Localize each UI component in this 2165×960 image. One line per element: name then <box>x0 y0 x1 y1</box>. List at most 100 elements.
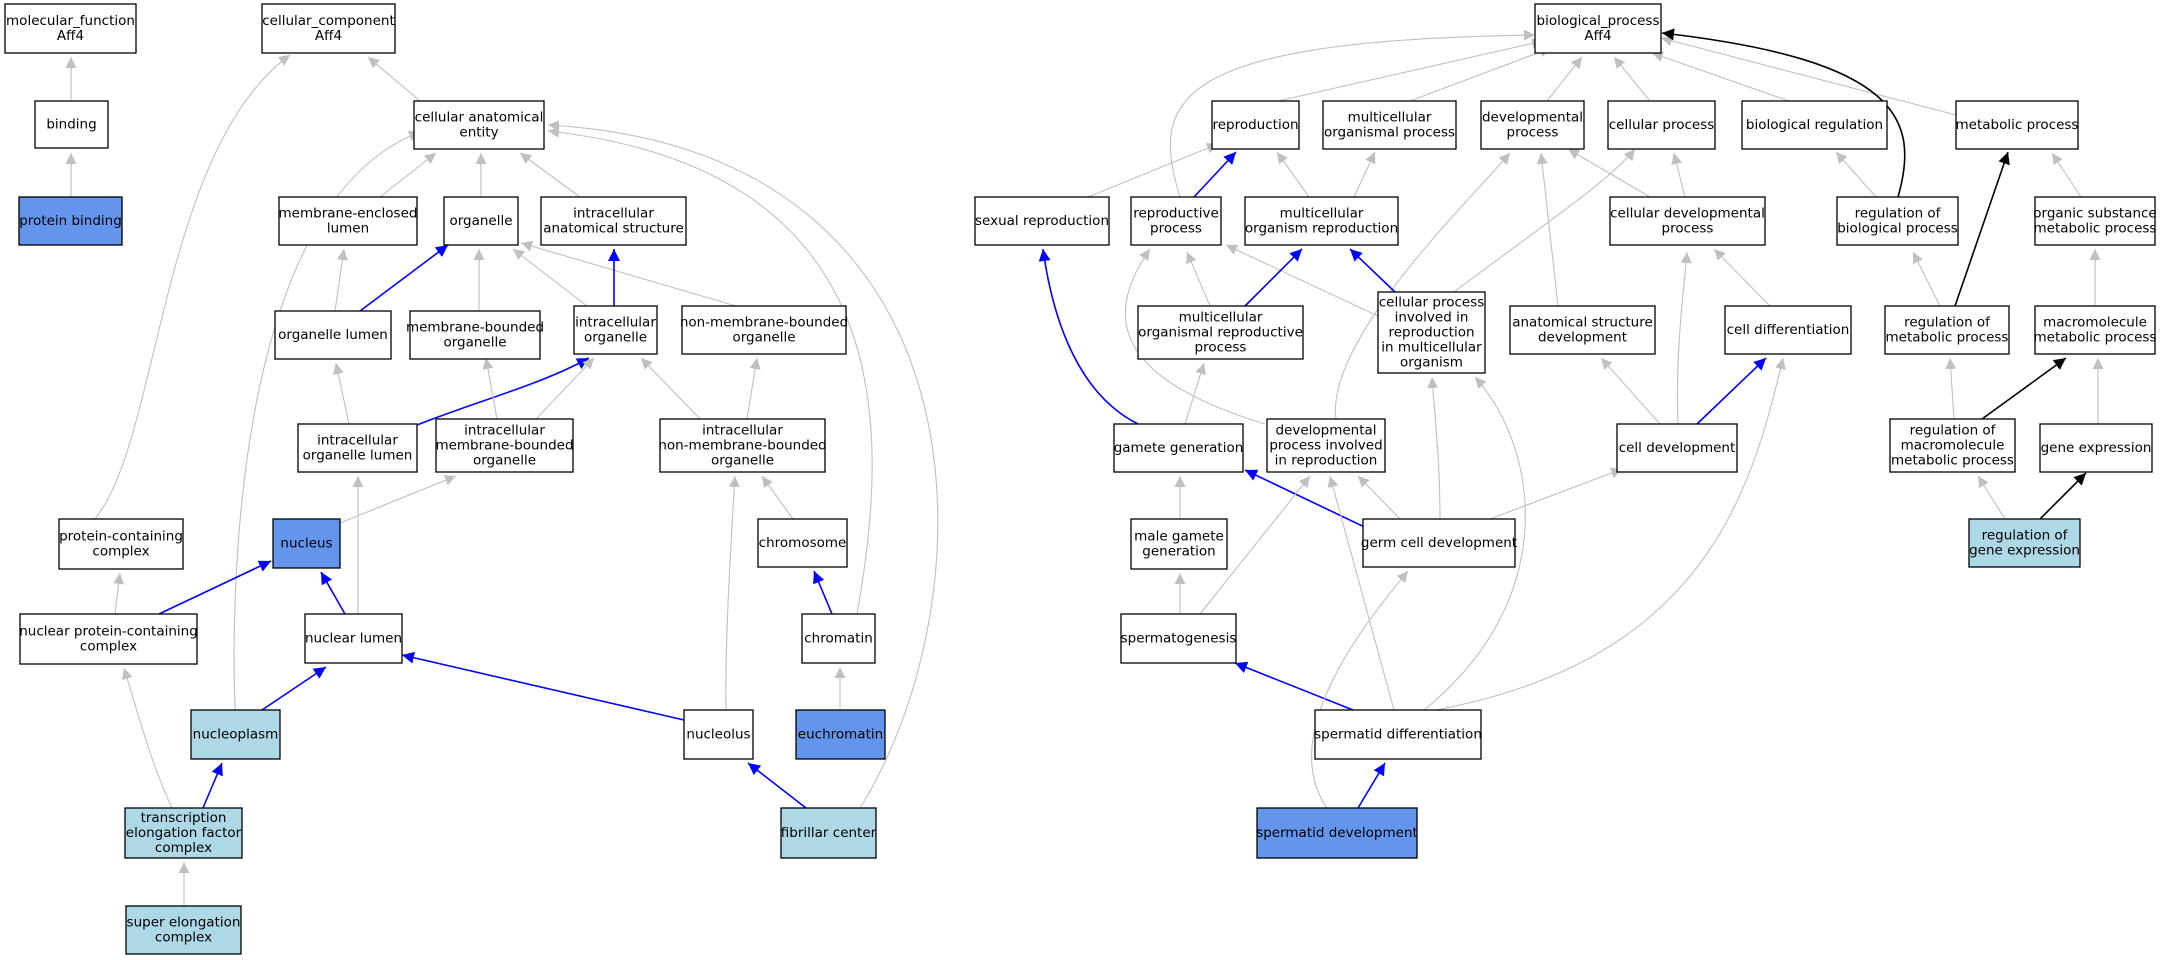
node-fibrillar: fibrillar center <box>780 807 877 859</box>
node-chromosome: chromosome <box>757 518 848 568</box>
node-label: Aff4 <box>1584 28 1611 44</box>
edge-spermato-to-dpir <box>1199 475 1311 615</box>
edge-reproduction-to-bp <box>1277 38 1544 102</box>
node-label: organelle <box>443 335 506 351</box>
edge-spermdev-to-spermdiff <box>1357 762 1386 809</box>
node-label: nucleoplasm <box>193 727 279 743</box>
node-label: nuclear protein-containing <box>19 624 198 640</box>
node-box <box>540 196 687 246</box>
node-label: male gamete <box>1134 529 1224 545</box>
node-label: cellular developmental <box>1610 206 1765 222</box>
edge-gamgen-to-sexrep <box>1038 248 1139 425</box>
edge-chromosome-to-inmbo <box>761 475 794 520</box>
node-label: nucleus <box>280 536 332 552</box>
node-label: cellular anatomical <box>415 110 544 126</box>
edge-spermdiff-to-dpir <box>1327 475 1395 711</box>
node-metp: metabolic process <box>1955 100 2079 150</box>
node-label: elongation factor <box>126 825 242 841</box>
node-label: biological_process <box>1537 13 1660 29</box>
edge-morp-to-mor <box>1244 248 1303 307</box>
node-label: transcription <box>141 810 227 826</box>
node-box <box>1130 518 1228 570</box>
node-label: complex <box>92 544 149 560</box>
node-label: reproduction <box>1212 117 1298 133</box>
edge-nmbo-to-organelle <box>520 240 737 307</box>
node-box <box>1266 418 1386 473</box>
node-cellp: cellular process <box>1607 100 1716 150</box>
edge-nucleoplasm-to-nuclear-lumen <box>261 666 327 711</box>
node-box <box>1741 100 1888 150</box>
node-nuclear-lumen: nuclear lumen <box>304 613 403 664</box>
node-box <box>34 100 109 149</box>
node-label: intracellular <box>464 423 545 439</box>
node-label: complex <box>155 930 212 946</box>
node-box <box>2034 305 2156 355</box>
edge-spermdev-to-germdev <box>1311 570 1409 809</box>
edge-org-lumen-to-mel <box>334 248 348 312</box>
node-label: chromatin <box>804 631 873 647</box>
node-label: organelle <box>584 330 647 346</box>
edge-ias-to-cae <box>519 152 581 198</box>
node-label: metabolic process <box>2034 330 2157 346</box>
node-label: metabolic process <box>2034 221 2157 237</box>
node-box <box>1616 423 1738 473</box>
edge-rbp-to-bp <box>1661 28 1906 198</box>
edge-spermdiff-to-spermato <box>1234 661 1354 711</box>
edge-imbo-to-io <box>535 357 595 420</box>
node-label: gene expression <box>1969 543 2080 559</box>
edge-sexrep-to-reproduction <box>1087 143 1219 198</box>
node-label: process involved <box>1269 438 1382 454</box>
node-label: protein-containing <box>59 529 183 545</box>
edge-nucleolus-to-inmbo <box>725 475 740 711</box>
node-box <box>435 418 574 473</box>
node-label: non-membrane-bounded <box>658 438 826 454</box>
node-label: euchromatin <box>798 727 883 743</box>
edge-rmmp-to-mmp <box>1981 357 2067 420</box>
node-box <box>190 709 281 760</box>
node-box <box>1724 305 1852 355</box>
node-box <box>1322 100 1457 150</box>
node-box <box>1836 196 1959 246</box>
node-box <box>659 418 826 473</box>
node-label: cellular process <box>1379 295 1485 311</box>
edge-chromatin-to-chromosome <box>813 570 833 615</box>
node-box <box>1377 291 1486 374</box>
node-label: anatomical structure <box>543 221 684 237</box>
node-box <box>1889 418 2016 473</box>
edge-bioreg-to-bp <box>1651 51 1790 102</box>
node-org-lumen: organelle lumen <box>274 310 392 360</box>
node-label: lumen <box>327 221 369 237</box>
node-label: developmental <box>1482 110 1583 126</box>
edge-celldev-to-asd <box>1600 357 1661 425</box>
edge-morp-to-repp <box>1186 251 1211 307</box>
node-label: cell differentiation <box>1727 322 1850 338</box>
node-inmbo: intracellularnon-membrane-boundedorganel… <box>658 418 827 473</box>
node-box <box>2034 196 2156 246</box>
node-label: biological regulation <box>1746 117 1883 133</box>
edge-pcc-to-cc <box>94 54 291 520</box>
edge-inmbo-to-nmbo <box>746 357 761 420</box>
node-label: molecular_function <box>6 13 135 29</box>
edge-cpirm-to-mor <box>1349 248 1396 293</box>
node-label: entity <box>459 125 498 141</box>
node-label: Aff4 <box>57 28 84 44</box>
node-label: metabolic process <box>1886 330 2009 346</box>
node-label: regulation of <box>1855 206 1942 222</box>
node-label: protein binding <box>19 213 122 229</box>
node-label: fibrillar center <box>781 825 877 841</box>
edge-rmmp-to-rmp <box>1945 357 1957 420</box>
node-label: complex <box>80 639 137 655</box>
edge-cpirm-to-repp <box>1225 244 1379 317</box>
node-box <box>297 423 418 473</box>
node-label: involved in <box>1395 310 1469 326</box>
